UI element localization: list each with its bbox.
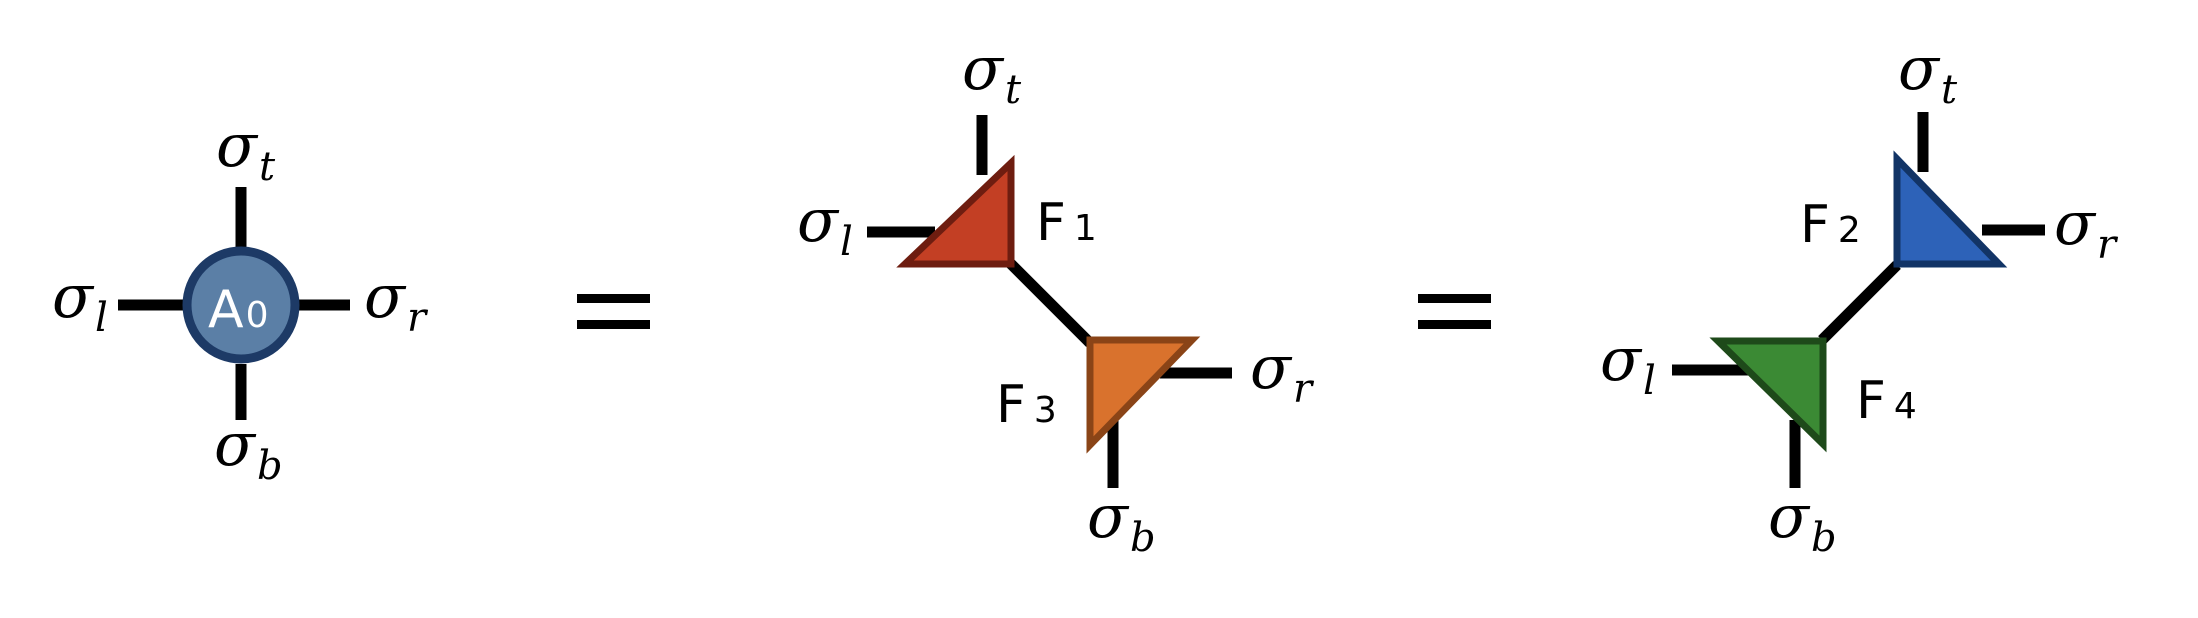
d2-left-index-label: σl (1600, 325, 1656, 404)
d2-bottom-index-label: σb (1768, 482, 1837, 561)
d1-right-index-label: σr (1250, 333, 1315, 412)
equals-sign-2-top-bar (1418, 294, 1491, 303)
f1-tensor-triangle (896, 154, 1015, 268)
tensor-a-node-label: A0 (208, 280, 268, 340)
equals-sign-1-bottom-bar (577, 320, 650, 329)
equals-sign-2 (1418, 294, 1491, 329)
f3-tensor-triangle (1086, 336, 1201, 454)
equals-sign-1 (577, 294, 650, 329)
d1-bottom-index-label: σb (1087, 482, 1156, 561)
tensor-a-left-index-label: σl (52, 262, 108, 341)
equals-sign-1-top-bar (577, 294, 650, 303)
f4-tensor-triangle (1709, 337, 1827, 453)
tensor-a-bottom-index-label: σb (214, 410, 283, 489)
equals-sign-2-bottom-bar (1418, 320, 1491, 329)
d2-right-index-label: σr (2054, 189, 2119, 268)
d1-top-index-label: σt (962, 34, 1022, 113)
tensor-a-node (182, 246, 300, 364)
tensor-a-right-index-label: σr (364, 262, 429, 341)
tensor-a-top-index-label: σt (216, 111, 276, 190)
f2-f4-bond (1818, 261, 1901, 344)
d1-left-index-label: σl (797, 186, 853, 265)
f1-f3-bond (1006, 259, 1094, 347)
tensor-a-group: A0 σt σl σr σb (52, 111, 429, 489)
f2-tensor-triangle (1893, 150, 2008, 268)
d2-top-index-label: σt (1898, 34, 1958, 113)
